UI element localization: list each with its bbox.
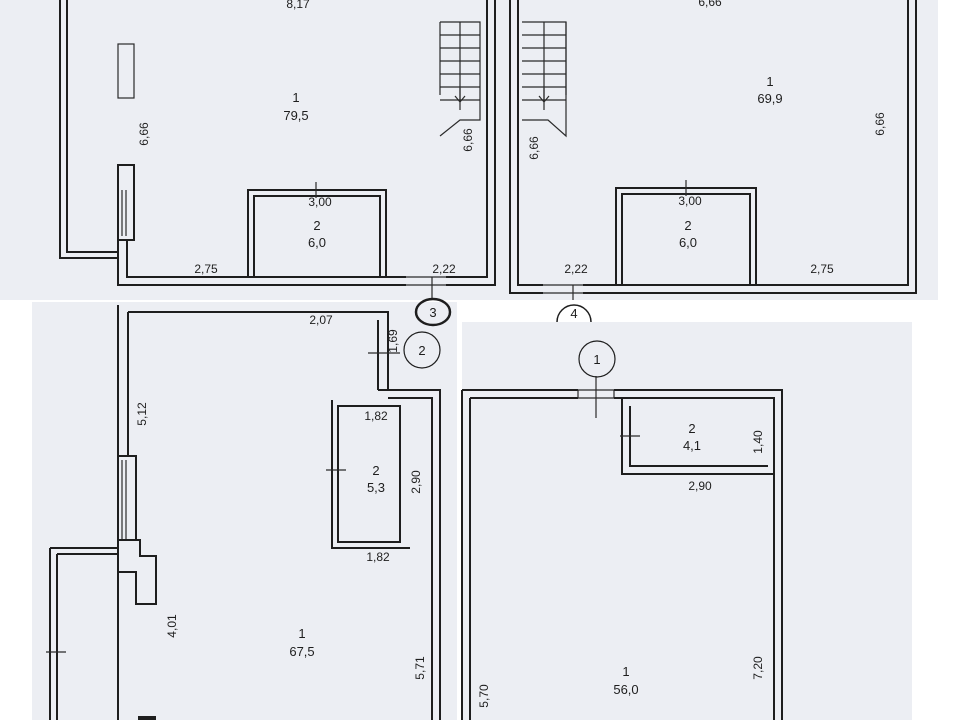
dim-right-bottom-right: 7,20 bbox=[751, 656, 765, 680]
window-left bbox=[117, 43, 135, 99]
dim-top-bottom-left: 2,07 bbox=[309, 313, 333, 327]
room2-area-bottom-left: 5,3 bbox=[367, 480, 385, 495]
room2-area-top-left: 6,0 bbox=[308, 235, 326, 250]
section-marker-1-label: 1 bbox=[593, 352, 600, 367]
staircase-left bbox=[439, 21, 481, 137]
dim-top-left-width: 8,17 bbox=[286, 0, 310, 11]
dim-room2-top-bottom-left: 1,82 bbox=[364, 409, 388, 423]
dim-room2-top-left: 3,00 bbox=[308, 195, 332, 209]
dim-left-top-right: 6,66 bbox=[527, 136, 541, 160]
plan-top-right: 6,66 1 69,9 6,66 6,66 3,00 2 6,0 2,22 2,… bbox=[509, 0, 917, 323]
plan-bottom-right: 1 2 4,1 1,40 2,90 5,70 1 56,0 7,20 bbox=[461, 340, 783, 720]
plan-bottom-left: 2,07 1,69 2 5,12 1,82 2 5,3 2,90 1,82 4,… bbox=[46, 305, 441, 720]
section-marker-3 bbox=[414, 297, 452, 327]
sheet-bottom-right bbox=[462, 322, 912, 720]
room2-number-top-right: 2 bbox=[684, 218, 691, 233]
section-marker-3-label: 3 bbox=[429, 305, 436, 320]
dim-door-top-left: 2,22 bbox=[432, 262, 456, 276]
room2-area-bottom-right: 4,1 bbox=[683, 438, 701, 453]
dim-door-bottom-left: 1,69 bbox=[386, 329, 400, 353]
dim-left-bottom-left: 5,12 bbox=[135, 402, 149, 426]
room2-number-bottom-left: 2 bbox=[372, 463, 379, 478]
dim-room2-top-right: 3,00 bbox=[678, 194, 702, 208]
section-marker-1 bbox=[578, 340, 616, 378]
room1-area-bottom-right: 56,0 bbox=[613, 682, 638, 697]
dim-left-top-left: 6,66 bbox=[137, 122, 151, 146]
dim-room2-side-bottom-right: 1,40 bbox=[751, 430, 765, 454]
section-marker-2-label: 2 bbox=[418, 343, 425, 358]
room1-number-bottom-left: 1 bbox=[298, 626, 305, 641]
room2-area-top-right: 6,0 bbox=[679, 235, 697, 250]
plan-top-left: 8,17 1 79,5 6,66 6,66 3,00 2 6,0 2,75 2,… bbox=[59, 0, 496, 327]
dim-bottom-top-right: 2,75 bbox=[810, 262, 834, 276]
dim-room2-bottom-bottom-left: 1,82 bbox=[366, 550, 390, 564]
room2-number-top-left: 2 bbox=[313, 218, 320, 233]
staircase-right bbox=[522, 21, 567, 138]
dim-stair-top-left: 6,66 bbox=[461, 128, 475, 152]
section-marker-2 bbox=[403, 331, 441, 369]
room1-number-bottom-right: 1 bbox=[622, 664, 629, 679]
room1-area-top-right: 69,9 bbox=[757, 91, 782, 106]
dim-room2-side-bottom-left: 2,90 bbox=[409, 470, 423, 494]
dim-right-bottom-left: 5,71 bbox=[413, 656, 427, 680]
dim-bottom-top-left: 2,75 bbox=[194, 262, 218, 276]
room1-number-top-left: 1 bbox=[292, 90, 299, 105]
room1-area-bottom-left: 67,5 bbox=[289, 644, 314, 659]
sheet-top bbox=[0, 0, 938, 300]
room1-area-top-left: 79,5 bbox=[283, 108, 308, 123]
dim-left-bottom-right: 5,70 bbox=[477, 684, 491, 708]
sheet-bottom-left bbox=[32, 302, 457, 720]
section-marker-4-label: 4 bbox=[570, 306, 577, 321]
dim-lower-left-bottom-left: 4,01 bbox=[165, 614, 179, 638]
dim-right-top-right: 6,66 bbox=[873, 112, 887, 136]
dim-top-top-right: 6,66 bbox=[698, 0, 722, 9]
section-marker-4 bbox=[556, 304, 592, 323]
dim-room2-bottom-bottom-right: 2,90 bbox=[688, 479, 712, 493]
room2-number-bottom-right: 2 bbox=[688, 421, 695, 436]
room1-number-top-right: 1 bbox=[766, 74, 773, 89]
dim-door-top-right: 2,22 bbox=[564, 262, 588, 276]
